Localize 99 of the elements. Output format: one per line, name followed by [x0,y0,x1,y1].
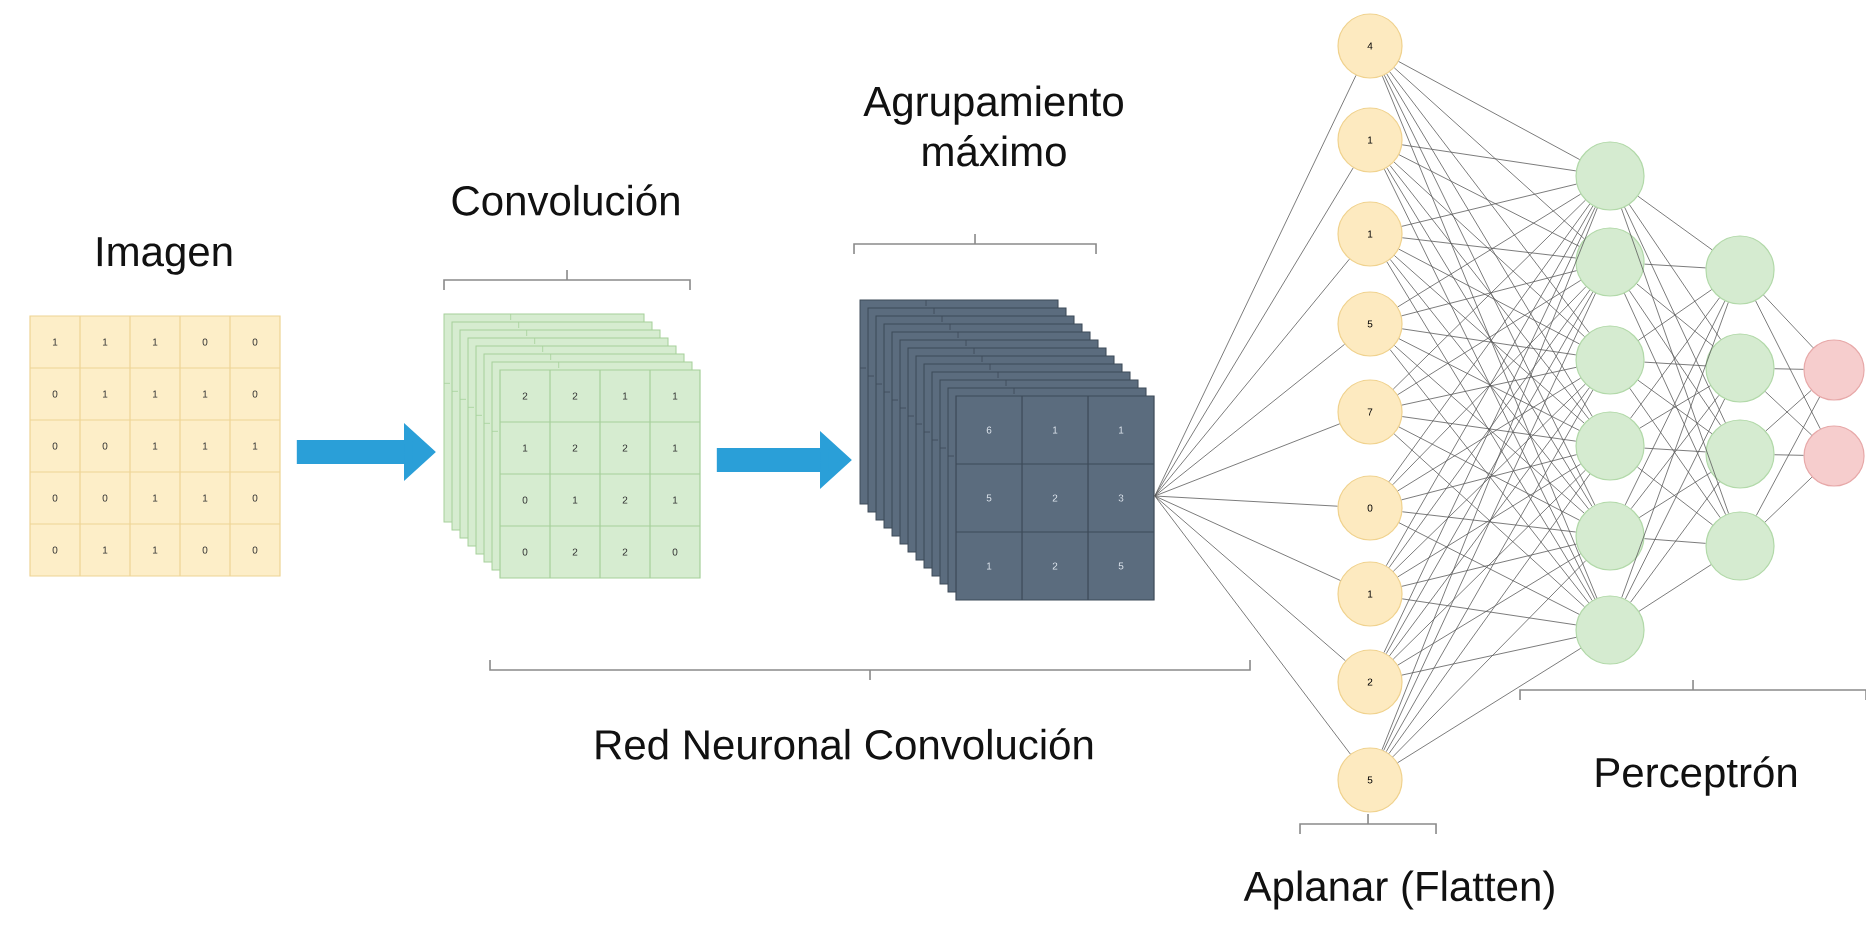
connection-line [1383,206,1596,653]
connection-line [1621,302,1729,598]
connection-line [1764,476,1813,523]
connection-line [1154,495,1346,662]
connection-line [1388,473,1591,754]
connection-line [1397,647,1582,764]
connection-line [1763,294,1814,349]
connection-line [1402,511,1577,533]
connection-line [1401,183,1577,227]
neuron-circle [1575,227,1645,297]
connection-line [1394,255,1585,424]
connection-line [1393,433,1585,608]
connection-line [1397,553,1581,666]
connection-line [1774,368,1804,370]
connection-line [1393,161,1585,337]
connection-line [1638,564,1712,612]
connection-line [1398,154,1580,247]
connection-line [1392,469,1586,660]
connection-line [1392,383,1586,572]
connection-line [1386,261,1593,601]
connection-line [1154,167,1354,497]
connection-line [1382,75,1598,599]
neuron-circle [1575,141,1645,211]
connection-line [1388,203,1591,482]
connection-line [1383,293,1596,751]
connection-line [1401,636,1577,676]
connection-line [1624,206,1726,424]
heading: Aplanar (Flatten) [1243,870,1554,910]
connection-line [1392,286,1587,486]
heading: Agrupamiento máximo [863,85,1123,167]
connection-line [1398,248,1580,345]
connection-line [1397,463,1581,578]
connection-line [1401,543,1577,587]
connection-line [1385,389,1594,753]
connection-line [1644,361,1706,367]
connection-line [1637,195,1713,251]
connection-line [1401,144,1577,172]
connection-line [1401,328,1577,356]
connection-line [1386,73,1593,417]
connection-line [1393,67,1585,240]
connection-line [1154,495,1351,755]
connection-line [1392,560,1587,758]
connection-line [1630,481,1720,603]
connection-line [1644,447,1706,453]
connection-line [1389,387,1590,657]
connection-line [1398,61,1580,160]
connection-line [1397,193,1581,308]
heading: Red Neuronal Convolución [596,728,1093,760]
connection-line [1755,300,1821,430]
connection-line [1755,396,1820,516]
connection-line [1629,204,1722,340]
connection-line [1401,416,1577,442]
connection-line [1398,426,1580,521]
connection-line [1398,522,1580,615]
connection-line [1774,454,1804,456]
connection-line [1397,279,1582,396]
heading: Convolución [452,184,679,216]
neuron-circle [1803,339,1865,401]
connection-line [1389,349,1590,604]
connection-line [1644,538,1706,544]
neuron-circle [1575,501,1645,571]
connection-line [1383,74,1596,506]
neuron-circle [1705,235,1775,305]
connection-line [1386,167,1593,507]
connection-line [1154,495,1338,507]
connection-line [1401,366,1577,406]
connection-line [1397,377,1581,492]
connection-line [1625,398,1726,600]
neuron-circle [1705,511,1775,581]
connection-line [1389,259,1589,510]
connection-line [1385,291,1594,655]
connection-line [1388,289,1591,568]
connection-line [1154,343,1345,497]
connection-line [1154,75,1357,497]
connection-line [1401,270,1577,317]
connection-line [1381,207,1598,751]
connection-line [1383,168,1596,600]
connection-line [1385,205,1594,567]
connection-line [1398,338,1580,431]
heading: Imagen [97,237,232,275]
connection-line [1389,165,1590,420]
connection-line [1394,345,1585,514]
neuron-circle [1803,425,1865,487]
connection-line [1402,237,1577,259]
connection-line [1401,454,1577,501]
neuron-circle [1575,325,1645,395]
connection-line [1392,199,1586,390]
connection-line [1401,598,1577,626]
connection-line [1154,495,1341,581]
connection-line [1644,263,1706,269]
neuron-circle [1705,333,1775,403]
connection-line [1621,208,1729,514]
connection-line [1389,71,1590,333]
neuron-circle [1575,411,1645,481]
connection-line [1154,423,1341,497]
neuron-circle [1705,419,1775,489]
connection-line [1154,258,1350,497]
neuron-circle [1575,595,1645,665]
heading: Perceptrón [1596,756,1796,796]
